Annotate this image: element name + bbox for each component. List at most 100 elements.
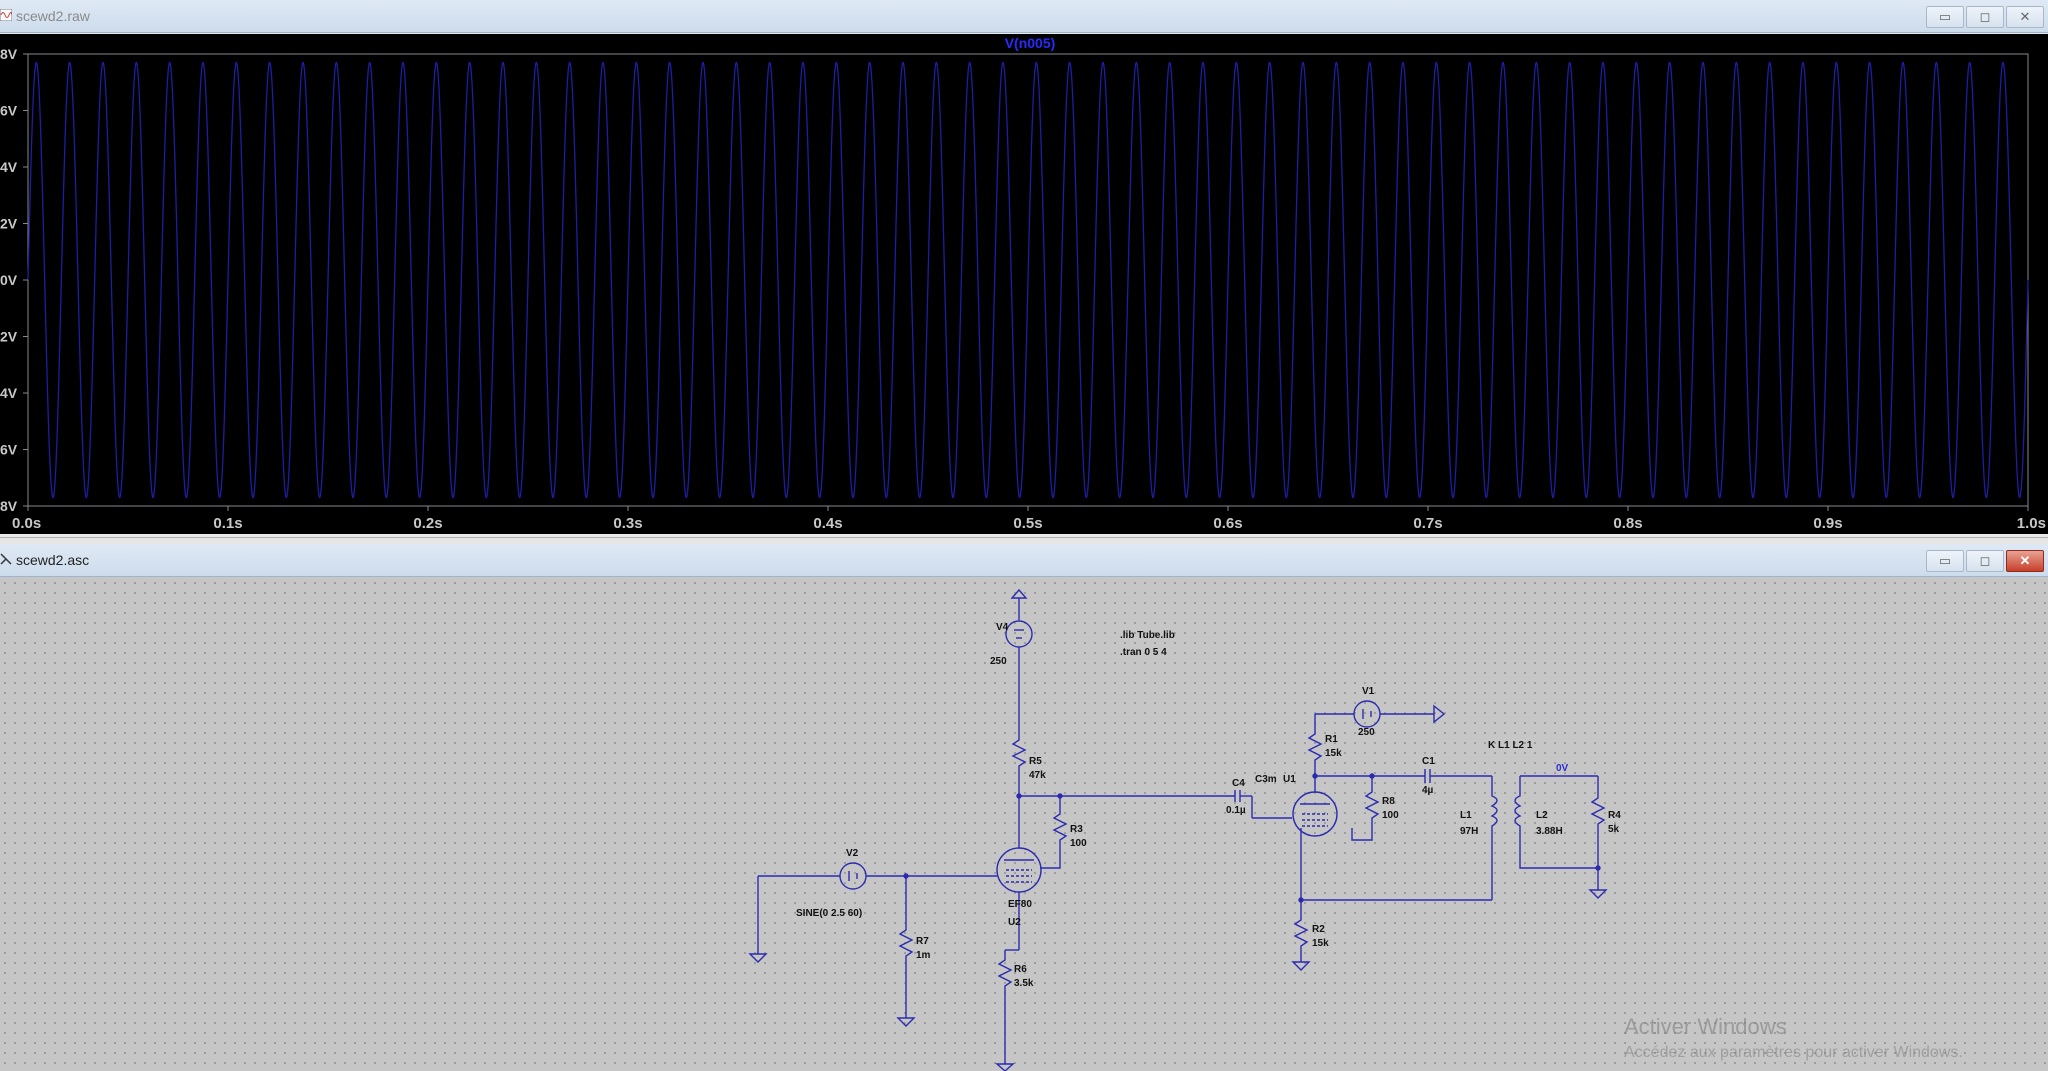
u2-tube[interactable] [996, 796, 1042, 950]
v1-ground-icon [1433, 704, 1446, 724]
x-tick-label: 0.6s [1213, 515, 1242, 532]
r8-value: 100 [1382, 810, 1399, 821]
r4-name: R4 [1608, 810, 1621, 821]
schematic-titlebar[interactable]: scewd2.asc ▭ ◻ ✕ [0, 544, 2048, 577]
y-tick-label: 2V [0, 329, 18, 345]
c1-value: 4µ [1422, 785, 1434, 796]
close-button[interactable]: ✕ [2006, 6, 2044, 28]
y-tick-label: 0V [0, 272, 18, 288]
directive-tran[interactable]: .tran 0 5 4 [1120, 647, 1167, 658]
r2-resistor[interactable] [1293, 900, 1309, 962]
v2-name: V2 [846, 848, 859, 859]
y-tick-label: 4V [0, 159, 18, 175]
r6-ground-icon [995, 1063, 1015, 1071]
r3-name: R3 [1070, 824, 1083, 835]
trace-label[interactable]: V(n005) [1005, 35, 1056, 51]
r8-resistor[interactable] [1351, 776, 1380, 841]
directive-lib[interactable]: .lib Tube.lib [1120, 630, 1175, 641]
waveform-window-title: scewd2.raw [16, 8, 90, 24]
coupling-directive[interactable]: K L1 L2 1 [1488, 740, 1533, 751]
v2-source[interactable] [839, 862, 867, 890]
r1-name: R1 [1325, 734, 1338, 745]
y-tick-label: 2V [0, 216, 18, 232]
l1-name: L1 [1460, 810, 1472, 821]
net-label[interactable]: 0V [1556, 763, 1569, 774]
r5-name: R5 [1029, 756, 1042, 767]
r3-value: 100 [1070, 838, 1087, 849]
r7-ground-icon [896, 1017, 916, 1027]
c4-value: 0.1µ [1226, 805, 1246, 816]
r7-resistor[interactable] [898, 876, 914, 1018]
r6-resistor[interactable] [997, 950, 1013, 1064]
r3-resistor[interactable] [1040, 796, 1068, 869]
x-tick-label: 0.9s [1813, 515, 1842, 532]
l2-name: L2 [1536, 810, 1548, 821]
v4-name: V4 [996, 622, 1009, 633]
x-tick-label: 0.7s [1413, 515, 1442, 532]
r5-resistor[interactable] [1011, 730, 1027, 796]
c4-capacitor[interactable] [1234, 790, 1241, 802]
x-tick-label: 0.8s [1613, 515, 1642, 532]
activation-watermark-title: Activer Windows [1624, 1014, 1787, 1039]
c4-name: C4 [1232, 778, 1245, 789]
r6-name: R6 [1014, 964, 1027, 975]
x-tick-label: 0.0s [12, 515, 41, 532]
x-tick-label: 0.2s [413, 515, 442, 532]
r1-resistor[interactable] [1307, 728, 1323, 792]
schematic-app-icon [0, 553, 12, 565]
x-axis-ticks: 0.0s 0.1s 0.2s 0.3s 0.4s 0.5s 0.6s 0.7s 0.8s 0.9s… [12, 506, 2046, 532]
v4-source[interactable] [1005, 588, 1033, 730]
v1-source[interactable] [1353, 700, 1381, 728]
minimize-button[interactable]: ▭ [1926, 550, 1964, 572]
r7-value: 1m [916, 950, 931, 961]
restore-button[interactable]: ◻ [1966, 6, 2004, 28]
r2-value: 15k [1312, 938, 1329, 949]
x-tick-label: 0.5s [1013, 515, 1042, 532]
r7-name: R7 [916, 936, 929, 947]
u1-value: C3m [1255, 774, 1277, 785]
minimize-button[interactable]: ▭ [1926, 6, 1964, 28]
v2-ground-icon [748, 953, 768, 963]
v2-value: SINE(0 2.5 60) [796, 908, 862, 919]
r2-name: R2 [1312, 924, 1325, 935]
restore-button[interactable]: ◻ [1966, 550, 2004, 572]
close-button[interactable]: ✕ [2006, 550, 2044, 572]
u1-name: U1 [1283, 774, 1296, 785]
u2-name: U2 [1008, 917, 1021, 928]
u1-tube[interactable] [1292, 791, 1338, 837]
y-tick-label: 6V [0, 103, 18, 119]
l1-inductor[interactable] [1490, 776, 1498, 900]
waveform-titlebar[interactable]: scewd2.raw ▭ ◻ ✕ [0, 0, 2048, 33]
u2-value: EF80 [1008, 899, 1032, 910]
r1-value: 15k [1325, 748, 1342, 759]
schematic-canvas[interactable]: V4 250 .lib Tube.lib .tran 0 5 4 R5 47k … [0, 578, 2048, 1071]
r4-ground-icon [1588, 889, 1608, 899]
r4-value: 5k [1608, 824, 1620, 835]
x-tick-label: 0.3s [613, 515, 642, 532]
v4-value: 250 [990, 656, 1007, 667]
l1-value: 97H [1460, 826, 1478, 837]
r4-resistor[interactable] [1590, 776, 1606, 890]
v1-value: 250 [1358, 727, 1375, 738]
schematic-window-title: scewd2.asc [16, 552, 90, 568]
plot-background [0, 34, 2048, 534]
window-separator [0, 537, 2048, 545]
x-tick-label: 1.0s [2017, 515, 2046, 532]
l2-inductor[interactable] [1514, 775, 1598, 869]
x-tick-label: 0.1s [213, 515, 242, 532]
l2-value: 3.88H [1536, 826, 1563, 837]
y-tick-label: 8V [0, 498, 18, 514]
c1-capacitor[interactable] [1424, 769, 1431, 783]
c1-name: C1 [1422, 756, 1435, 767]
x-tick-label: 0.4s [813, 515, 842, 532]
r2-ground-icon [1291, 961, 1311, 971]
trace-v-n005[interactable] [27, 61, 2029, 499]
r5-value: 47k [1029, 770, 1046, 781]
trace-group [27, 61, 2029, 499]
y-tick-label: 4V [0, 385, 18, 401]
schematic-editor-window: scewd2.asc ▭ ◻ ✕ [0, 544, 2048, 1071]
v1-name: V1 [1362, 686, 1375, 697]
